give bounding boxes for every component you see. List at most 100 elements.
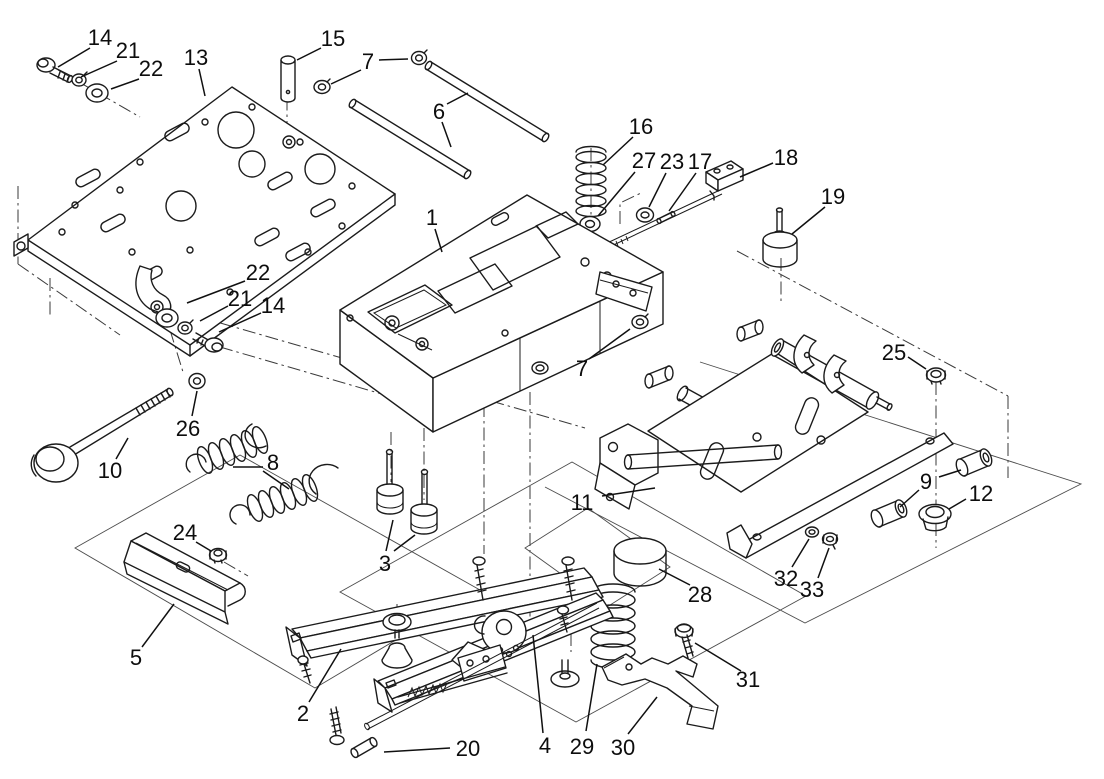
part-28-cap [613,537,667,587]
callout-22-24: 22 [139,56,163,81]
part-31-bolt [674,623,694,659]
callout-4-3: 4 [539,733,551,758]
callout-8-leader [262,470,290,490]
part-22-washer-top [85,83,109,103]
part-3-bumper-right [410,468,438,535]
callout-25-28: 25 [882,340,906,365]
callout-17-18: 17 [688,149,712,174]
callout-22-leader [110,78,140,90]
callout-24-27: 24 [173,520,197,545]
callout-21-22: 21 [116,38,140,63]
callout-27-30: 27 [632,148,656,173]
part-11-support-frame [594,319,954,559]
part-8-spring-upper [185,423,269,474]
part-15-pin [280,55,296,103]
part-6-rod-upper [424,60,550,143]
callout-7-7: 7 [576,356,588,381]
callout-17-leader [668,172,697,212]
part-10-knob-rod [30,387,174,483]
callout-5-leader [141,603,175,648]
callout-1-0: 1 [426,205,438,230]
callout-7-leader [330,69,362,85]
callout-9-leader [899,489,920,508]
part-16-spring [575,145,607,218]
callout-6-leader [441,121,452,148]
callout-16-leader [602,136,634,166]
callout-24-leader [195,541,212,552]
callout-10-10: 10 [98,458,122,483]
callout-25-leader [907,356,927,370]
rail-screws [472,556,576,633]
callout-7-6: 7 [362,49,374,74]
callout-14-leader [57,47,91,68]
part-2-screw [329,706,345,746]
callout-30-33: 30 [611,735,635,760]
callout-2-1: 2 [297,701,309,726]
callout-19-leader [791,206,826,235]
callout-32-leader [791,538,810,568]
callout-5-4: 5 [130,645,142,670]
part-25-nut [925,367,947,385]
part-7-washer-mid [631,313,649,330]
callout-20-leader [383,747,451,753]
callout-29-32: 29 [570,734,594,759]
callout-12-leader [948,498,967,510]
callout-31-leader [694,642,742,672]
callout-9-leader [938,469,962,478]
callout-9-9: 9 [920,469,932,494]
callout-28-31: 28 [688,582,712,607]
part-30-latch-lever [601,653,719,730]
part-9-bushing-left [870,499,908,528]
callout-12-12: 12 [969,481,993,506]
callout-7-leader [588,328,631,360]
part-18-latch-block [705,160,744,201]
callout-26-leader [191,390,198,417]
part-4-release-rod [364,602,600,731]
callout-1-leader [434,228,443,253]
callout-33-36: 33 [800,577,824,602]
part-13-mounting-plate [13,86,396,357]
callout-21-leader [80,60,118,78]
part-7-washer-top-right [410,49,428,66]
part-19-bumper [762,207,798,268]
part-33-lock-nut [821,532,839,550]
callout-6-5: 6 [433,99,445,124]
part-3-bumper-left [376,448,404,515]
callout-22-25: 22 [246,260,270,285]
part-14-bolt-mid [192,332,224,353]
part-2-cup-washers [381,612,413,669]
callout-13-leader [198,68,206,97]
callout-4-leader [532,634,544,734]
callout-21-23: 21 [228,286,252,311]
callout-22-leader [186,280,246,304]
part-1-seat-plate [339,194,664,433]
part-6-rod-lower [348,98,472,180]
part-23-washer [635,207,655,223]
callout-29-leader [585,663,598,732]
part-8-spring-lower [229,463,339,525]
part-14-bolt-top [36,57,74,84]
callout-15-leader [296,47,322,61]
callout-18-leader [739,162,774,178]
callout-18-19: 18 [774,145,798,170]
callout-23-26: 23 [660,149,684,174]
callout-31-34: 31 [736,667,760,692]
part-20-pin [350,736,378,759]
part-32-washer [804,526,820,538]
callout-11-leader [601,487,656,497]
callout-10-leader [115,437,129,460]
callout-30-leader [627,696,658,735]
callout-33-leader [817,547,830,579]
callout-14-15: 14 [261,293,285,318]
callout-14-14: 14 [88,25,112,50]
callout-27-leader [597,171,636,217]
part-9-bushing-right [955,448,993,477]
part-12-flange-bushing [918,503,952,532]
part-24-flange-nut [208,547,228,564]
part-5-slide-bracket [123,532,246,625]
callout-8-8: 8 [267,450,279,475]
part-21-lock-washer-top [71,71,88,87]
